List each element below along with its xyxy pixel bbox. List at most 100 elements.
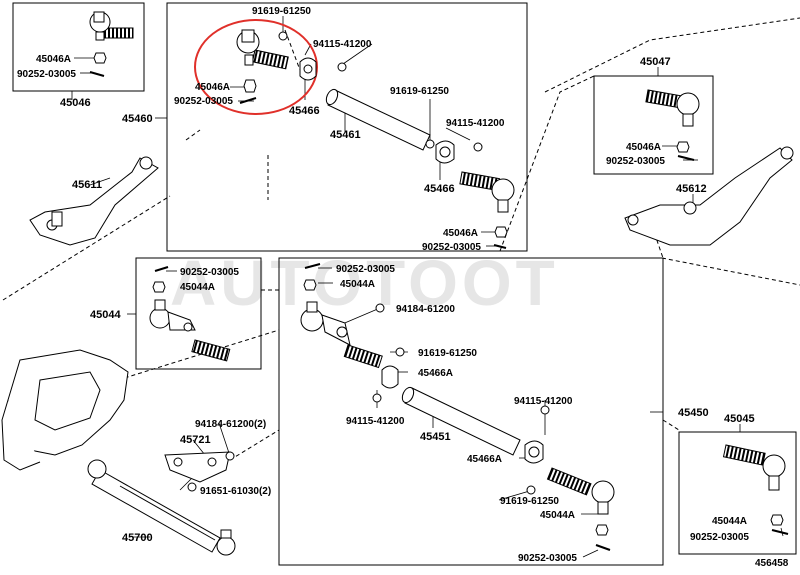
dashed-connectors (2, 17, 800, 461)
label-91619-b: 91619-61250 (390, 86, 449, 97)
steering-gear-box (1, 349, 129, 471)
label-90252-c: 90252-03005 (422, 242, 481, 253)
label-45450: 45450 (678, 407, 709, 419)
label-94115-d: 94115-41200 (514, 396, 573, 407)
label-91619-d: 91619-61250 (500, 496, 559, 507)
label-45451: 45451 (420, 431, 451, 443)
label-45700: 45700 (122, 532, 153, 544)
bolt-marker-icon (278, 31, 288, 41)
label-94115-b: 94115-41200 (446, 118, 505, 129)
box-45045 (678, 431, 797, 555)
label-45046A-b: 45046A (195, 82, 230, 93)
nut-marker-icon (473, 142, 483, 152)
label-90252-h: 90252-03005 (690, 532, 749, 543)
nut-marker-icon (540, 405, 550, 415)
label-45460: 45460 (122, 113, 153, 125)
part-shapes (1, 11, 794, 556)
tie-rod-end-45450-left (300, 301, 383, 369)
label-91619-c: 91619-61250 (418, 348, 477, 359)
label-45466A-b: 45466A (467, 454, 502, 465)
highlight-circle (194, 19, 318, 115)
clamp-45466A-upper (381, 365, 399, 389)
watermark: AUTOTOOT (170, 247, 559, 319)
label-45044A-a: 45044A (180, 282, 215, 293)
cotter-pin-icon (239, 97, 257, 104)
label-45044: 45044 (90, 309, 121, 321)
label-45044A-d: 45044A (712, 516, 747, 527)
label-91619-a: 91619-61250 (252, 6, 311, 17)
cotter-pin-icon (304, 263, 321, 269)
tie-rod-end-45046 (89, 11, 134, 41)
label-90252-d: 90252-03005 (606, 156, 665, 167)
cotter-pin-icon (677, 155, 695, 161)
nut-icon (303, 279, 317, 291)
tie-rod-end-45450-right (546, 467, 615, 515)
nut-marker-icon (337, 62, 347, 72)
diagram-id: 456458 (755, 558, 789, 569)
label-45611: 45611 (72, 179, 102, 191)
damper-45700 (87, 459, 236, 556)
arm-45612 (624, 146, 794, 246)
part-boxes (12, 2, 797, 566)
clamp-45466-lower (435, 140, 455, 164)
label-90252-e: 90252-03005 (180, 267, 239, 278)
nut-marker-icon (225, 451, 235, 461)
nut-icon (595, 524, 609, 536)
nut-icon (243, 79, 257, 93)
label-45461: 45461 (330, 129, 361, 141)
label-90252-g: 90252-03005 (518, 553, 577, 564)
tie-rod-end-45045 (722, 444, 786, 491)
nut-icon (494, 226, 508, 238)
label-45046: 45046 (60, 97, 91, 109)
clamp-45466A-lower (524, 440, 544, 464)
nut-icon (676, 141, 690, 153)
label-45721: 45721 (180, 434, 211, 446)
label-90252-f: 90252-03005 (336, 264, 395, 275)
label-45046A-top: 45046A (36, 54, 71, 65)
part-labels: 45046A 90252-03005 45046 91619-61250 941… (17, 6, 789, 569)
bolt-marker-icon (425, 139, 435, 149)
bolt-marker-icon (526, 485, 536, 495)
rod-45451 (401, 386, 521, 456)
nut-marker-icon (372, 393, 382, 403)
label-45046A-d: 45046A (626, 142, 661, 153)
label-45466A-a: 45466A (418, 368, 453, 379)
label-45047: 45047 (640, 56, 671, 68)
nut-icon (93, 52, 107, 64)
clamp-45466-upper (299, 57, 317, 81)
tie-rod-end-45460-right (459, 171, 515, 213)
label-90252-b: 90252-03005 (174, 96, 233, 107)
box-45044 (135, 257, 262, 370)
tie-rod-end-45047 (645, 89, 700, 127)
box-45450 (278, 257, 664, 566)
nut-icon (152, 281, 166, 293)
tie-rod-end-45044 (149, 299, 231, 362)
label-94115-a: 94115-41200 (313, 39, 372, 50)
label-94184-a: 94184-61200 (396, 304, 455, 315)
tie-rod-end-highlighted (236, 29, 289, 70)
label-94184-b: 94184-61200(2) (195, 419, 266, 430)
label-91651: 91651-61030(2) (200, 486, 271, 497)
bolt-marker-icon (187, 482, 197, 492)
label-45466-b: 45466 (424, 183, 455, 195)
label-45046A-c: 45046A (443, 228, 478, 239)
label-45612: 45612 (676, 183, 707, 195)
nut-marker-icon (375, 303, 385, 313)
bolt-marker-icon (395, 347, 405, 357)
box-45460 (166, 2, 528, 252)
label-45466-a: 45466 (289, 105, 320, 117)
arm-45611 (29, 156, 159, 246)
label-45045: 45045 (724, 413, 755, 425)
cotter-pin-icon (771, 529, 789, 535)
label-94115-c: 94115-41200 (346, 416, 405, 427)
bracket-45721 (164, 451, 231, 483)
label-45044A-c: 45044A (540, 510, 575, 521)
label-90252-top: 90252-03005 (17, 69, 76, 80)
nut-icon (770, 514, 784, 526)
cotter-pin-icon (89, 71, 105, 77)
cotter-pin-icon (595, 544, 611, 551)
cotter-pin-icon (493, 244, 507, 249)
rod-45461 (325, 88, 431, 151)
box-45046 (12, 2, 145, 92)
